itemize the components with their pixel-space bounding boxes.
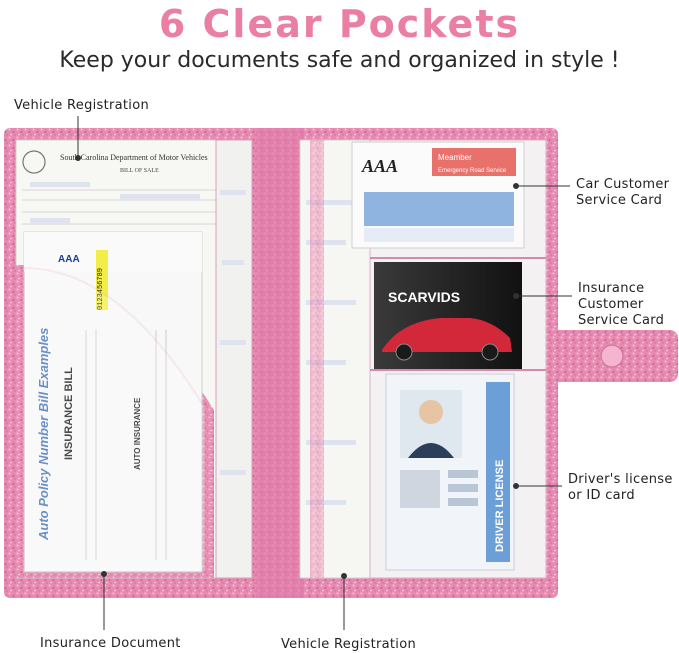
policy-highlight (96, 250, 108, 310)
snap-button (600, 344, 624, 368)
wallet-spine (256, 128, 304, 598)
callout-insurance-customer-service: Insurance Customer Service Card (578, 281, 664, 329)
insurance-bill-heading: INSURANCE BILL (63, 367, 75, 460)
emergency-label: Emergency Road Service (438, 168, 507, 174)
bill-of-sale-title: BILL OF SALE (120, 168, 159, 174)
headline: 6 Clear Pockets (158, 2, 521, 46)
callout-drivers-license: Driver's license or ID card (568, 472, 673, 504)
subheadline: Keep your documents safe and organized i… (59, 48, 620, 73)
meamber-label: Meamber (438, 153, 472, 162)
car-icon (382, 318, 512, 352)
callout-line: Customer (578, 297, 644, 312)
callout-line: Driver's license (568, 472, 673, 487)
callout-vehicle-registration-top: Vehicle Registration (14, 98, 150, 113)
bill-title: Auto Policy Number Bill Examples (36, 328, 51, 541)
insurance-bill-doc (23, 231, 203, 573)
scarvids-logo: SCARVIDS (388, 289, 460, 305)
callout-insurance-document: Insurance Document (40, 636, 181, 651)
driver-license-heading: DRIVER LICENSE (494, 460, 506, 552)
dmv-header: South Carolina Department of Motor Vehic… (60, 153, 208, 162)
callout-line: Insurance (578, 281, 645, 296)
callout-line: or ID card (568, 488, 635, 503)
middle-pocket-left (215, 139, 253, 579)
callout-car-customer-service: Car Customer Service Card (576, 177, 669, 209)
aaa-logo: AAA (58, 254, 80, 265)
callout-line: Service Card (578, 313, 665, 328)
policy-number: 0123456789 (97, 268, 105, 310)
seal-icon (22, 150, 46, 174)
callout-line: Service Card (576, 193, 663, 208)
aaa-card-logo: AAA (361, 156, 398, 176)
callout-vehicle-registration-bottom: Vehicle Registration (281, 637, 417, 652)
auto-insurance-heading: AUTO INSURANCE (133, 397, 142, 470)
callout-line: Car Customer (576, 177, 670, 192)
